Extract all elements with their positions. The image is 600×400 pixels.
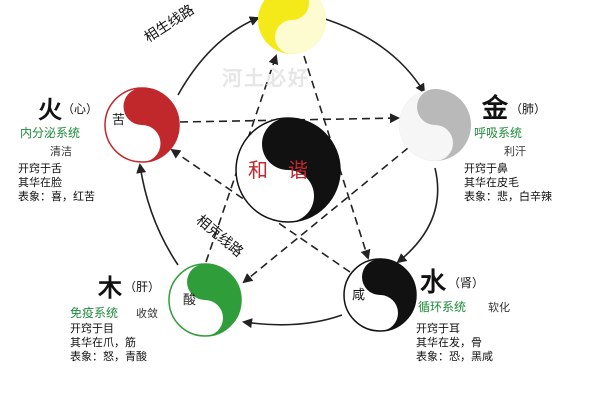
metal-organ: （肺） — [510, 102, 547, 116]
metal-system: 呼吸系统 — [474, 126, 523, 140]
fire-yinyang — [104, 87, 180, 163]
wood-details: 开窍于目 其华在爪，筋 表象：怒，青酸 — [70, 322, 147, 364]
water-details: 开窍于耳 其华在发，骨 表象：恐，黑咸 — [416, 322, 493, 364]
wood-line-2: 其华在爪，筋 — [70, 336, 136, 349]
arrow-metal-to-wood — [242, 147, 409, 284]
water-organ: （肾） — [448, 276, 485, 290]
metal-label: 金 — [482, 94, 509, 124]
fire-organ: （心） — [62, 102, 99, 116]
metal-line-1: 开窍于鼻 — [464, 162, 508, 175]
water-line-1: 开窍于耳 — [416, 322, 460, 335]
arrow-metal-to-water — [396, 167, 439, 264]
wood-line-3: 表象：怒，青酸 — [70, 350, 147, 363]
wood-organ: （肝） — [124, 280, 161, 294]
water-label: 水 — [420, 268, 447, 298]
water-extra: 软化 — [488, 301, 510, 314]
water-line-3: 表象：恐，黑咸 — [416, 350, 493, 363]
center-text-left: 和 — [248, 158, 268, 182]
arrow-wood-to-fire — [136, 163, 179, 266]
watermark: 河土必好 — [222, 66, 310, 90]
metal-details: 开窍于鼻 其华在皮毛 表象：悲，白辛辣 — [464, 162, 552, 204]
water-line-2: 其华在发，骨 — [416, 336, 482, 349]
metal-line-2: 其华在皮毛 — [464, 176, 519, 189]
wood-system: 免疫系统 — [70, 306, 119, 320]
arrow-water-to-wood — [242, 314, 343, 329]
water-taste: 咸 — [352, 288, 366, 303]
fire-line-2: 其华在脸 — [18, 176, 62, 189]
earth-yinyang — [258, 0, 326, 54]
metal-yinyang — [399, 89, 471, 161]
arrow-earth-to-metal — [321, 17, 426, 94]
wood-label: 木 — [98, 273, 122, 302]
fire-system: 内分泌系统 — [20, 126, 81, 140]
metal-extra: 利汗 — [504, 145, 526, 158]
water-system: 循环系统 — [418, 300, 467, 314]
center-yinyang — [235, 117, 341, 223]
generating-arrows — [136, 16, 439, 329]
wood-yinyang — [168, 263, 242, 337]
fire-line-3: 表象：喜，红苦 — [18, 190, 95, 203]
fire-label: 火 — [38, 95, 62, 124]
fire-taste: 苦 — [112, 113, 126, 128]
water-yinyang — [343, 258, 417, 332]
fire-extra: 清洁 — [50, 145, 72, 158]
wood-extra: 收敛 — [136, 307, 158, 320]
fire-details: 开窍于舌 其华在脸 表象：喜，红苦 — [18, 162, 95, 204]
center-text-right: 谐 — [288, 158, 308, 182]
arrow-fire-to-earth — [177, 16, 260, 96]
wood-line-1: 开窍于目 — [70, 322, 114, 335]
wood-taste: 酸 — [183, 293, 197, 308]
metal-line-3: 表象：悲，白辛辣 — [464, 190, 552, 203]
fire-line-1: 开窍于舌 — [18, 162, 62, 175]
